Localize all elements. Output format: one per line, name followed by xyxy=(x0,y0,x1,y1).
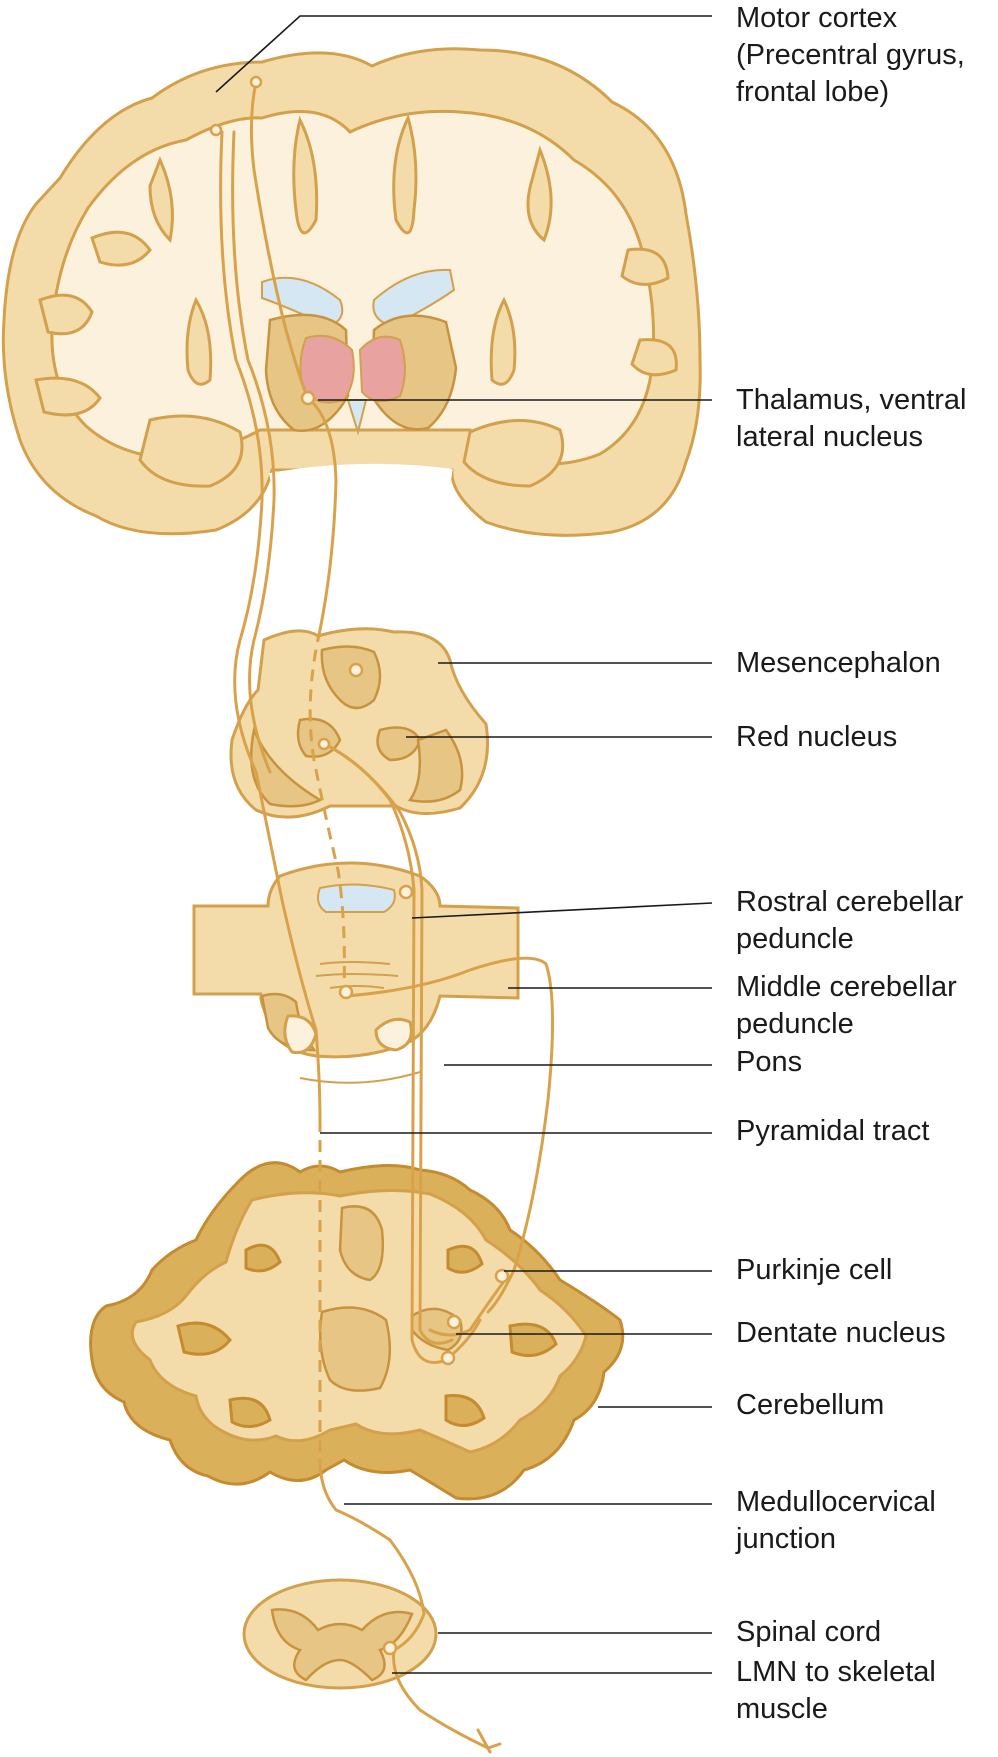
label-pons: Pons xyxy=(736,1044,802,1081)
pons-section xyxy=(192,861,520,1084)
dentate-neuron-2 xyxy=(440,1350,456,1366)
label-line: (Precentral gyrus, xyxy=(736,39,965,71)
label-dentate-nucleus: Dentate nucleus xyxy=(736,1315,946,1352)
fiber-tracts xyxy=(219,80,555,1754)
purkinje-cell-body xyxy=(494,1268,510,1284)
label-line: Pyramidal tract xyxy=(736,1115,930,1147)
label-red-nucleus: Red nucleus xyxy=(736,719,897,756)
label-line: LMN to skeletal xyxy=(736,1656,936,1688)
label-line: peduncle xyxy=(736,1008,854,1040)
label-thalamus: Thalamus, ventral lateral nucleus xyxy=(736,382,967,456)
label-line: muscle xyxy=(736,1693,828,1725)
thalamus-neuron xyxy=(300,390,316,406)
mesencephalon-section xyxy=(229,627,490,819)
label-lmn: LMN to skeletal muscle xyxy=(736,1654,936,1728)
rostral-peduncle-neuron xyxy=(398,884,414,900)
label-middle-cerebellar-peduncle: Middle cerebellar peduncle xyxy=(736,969,957,1043)
lmn-cell-body xyxy=(382,1640,398,1656)
label-line: Cerebellum xyxy=(736,1389,885,1421)
pyramidal-tract-fiber xyxy=(219,130,322,1122)
label-spinal-cord: Spinal cord xyxy=(736,1614,881,1651)
cerebellum-section xyxy=(89,1161,625,1501)
leader-motor-cortex xyxy=(215,15,712,93)
leader-lines xyxy=(215,15,713,1674)
label-line: Spinal cord xyxy=(736,1616,882,1648)
red-nucleus-neuron xyxy=(317,737,331,751)
motor-cortex-neuron-2 xyxy=(209,123,223,137)
label-line: Pons xyxy=(736,1046,803,1078)
label-cerebellum: Cerebellum xyxy=(736,1387,884,1424)
leader-rostral-peduncle xyxy=(411,902,713,919)
label-line: Middle cerebellar xyxy=(736,971,957,1003)
label-line: frontal lobe) xyxy=(736,76,890,108)
label-line: junction xyxy=(736,1523,836,1555)
motor-cortex-neuron xyxy=(249,75,263,89)
label-purkinje-cell: Purkinje cell xyxy=(736,1252,892,1289)
label-line: Motor cortex xyxy=(736,2,898,34)
label-line: Mesencephalon xyxy=(736,647,941,679)
spinal-cord-section xyxy=(242,1578,438,1690)
label-mesencephalon: Mesencephalon xyxy=(736,645,941,682)
label-line: Dentate nucleus xyxy=(736,1317,946,1349)
cerebrum-section xyxy=(1,47,702,537)
label-line: Purkinje cell xyxy=(736,1254,893,1286)
label-line: Medullocervical xyxy=(736,1486,936,1518)
neuron-cell-bodies xyxy=(209,75,510,1656)
label-pyramidal-tract: Pyramidal tract xyxy=(736,1113,929,1150)
label-medullocervical-junction: Medullocervical junction xyxy=(736,1484,936,1558)
label-line: Red nucleus xyxy=(736,721,898,753)
label-line: peduncle xyxy=(736,923,854,955)
label-line: Rostral cerebellar xyxy=(736,886,964,918)
dentate-neuron xyxy=(446,1314,462,1330)
label-line: lateral nucleus xyxy=(736,421,923,453)
pontine-neuron xyxy=(338,984,354,1000)
label-line: Thalamus, ventral xyxy=(736,384,967,416)
label-rostral-cerebellar-peduncle: Rostral cerebellar peduncle xyxy=(736,884,963,958)
label-motor-cortex: Motor cortex (Precentral gyrus, frontal … xyxy=(736,0,965,111)
